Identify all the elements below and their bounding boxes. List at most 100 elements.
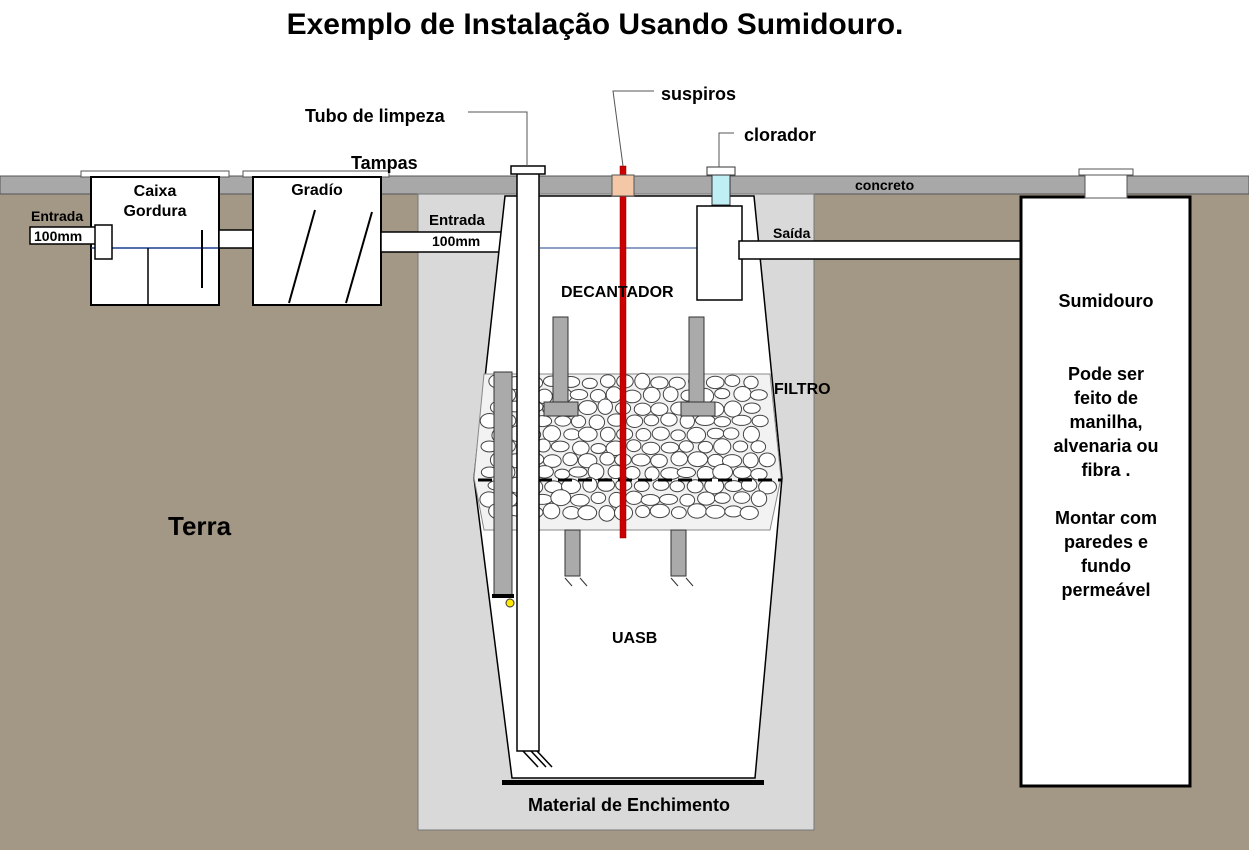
vent-pipe	[619, 165, 627, 539]
label-entrada-mid: Entrada	[429, 212, 485, 229]
gravel-stone	[651, 426, 670, 441]
gravel-stone	[670, 506, 687, 520]
gravel-stone	[590, 491, 607, 505]
label-concreto: concreto	[855, 177, 915, 193]
label-tampas: Tampas	[351, 153, 418, 173]
label-entrada-left: Entrada	[31, 208, 84, 224]
gravel-stone	[542, 454, 562, 468]
sumidouro-note-line: fundo	[1081, 556, 1131, 576]
gravel-stone	[697, 491, 716, 506]
gravel-stone	[550, 440, 570, 453]
gravel-stone	[650, 402, 669, 416]
gravel-stone	[742, 425, 760, 443]
label-caixa-gordura-1: Caixa	[133, 183, 177, 200]
sumidouro-note-line: manilha,	[1069, 412, 1143, 432]
page-title: Exemplo de Instalação Usando Sumidouro.	[286, 8, 904, 41]
gravel-stone	[750, 440, 767, 454]
gravel-stone	[740, 477, 758, 492]
gravel-stone	[577, 426, 598, 442]
cleaning-tube	[516, 172, 540, 752]
label-uasb: UASB	[612, 630, 658, 647]
gravel-stone	[650, 453, 668, 469]
gravel-stone	[733, 385, 752, 402]
outlet-box	[696, 205, 743, 301]
gravel-stone	[578, 400, 598, 415]
gravel-stone	[750, 490, 768, 508]
pipe-gordura-gradio	[218, 229, 254, 249]
gravel-stone	[650, 376, 669, 390]
vent-cap	[611, 174, 635, 197]
gravel-stone	[588, 414, 606, 430]
gravel-stone	[626, 439, 642, 453]
gravel-stone	[643, 414, 660, 427]
gravel-stone	[599, 426, 616, 442]
label-gradio: Gradío	[291, 182, 343, 199]
gravel-stone	[563, 428, 581, 441]
gravel-stone	[731, 414, 752, 426]
gravel-stone	[597, 398, 613, 415]
gravel-stone	[577, 505, 598, 521]
gravel-stone	[554, 468, 571, 480]
gravel-stone	[724, 374, 741, 387]
gravel-stone	[670, 451, 689, 467]
gravel-stone	[599, 451, 616, 466]
gravel-stone	[631, 453, 651, 467]
gravel-stone	[581, 377, 598, 390]
gravel-stone	[749, 389, 768, 401]
outlet-pipe	[738, 240, 1035, 260]
gravel-stone	[686, 479, 704, 494]
sumidouro-note-line: Montar com	[1054, 508, 1157, 528]
gravel-stone	[732, 466, 752, 479]
gravel-stone	[554, 415, 572, 427]
sumidouro-note-line: Pode ser	[1067, 364, 1145, 384]
gravel-stone	[623, 466, 641, 480]
gravel-stone	[679, 493, 696, 507]
label-entrada-mid-size: 100mm	[432, 233, 481, 249]
gravel-stone	[572, 440, 590, 456]
gravel-stone	[713, 438, 732, 455]
gravel-stone	[550, 489, 572, 507]
gravel-stone	[598, 505, 616, 522]
gravel-stone	[587, 463, 605, 481]
gravel-stone	[723, 400, 743, 418]
label-tubo-limpeza: Tubo de limpeza	[305, 106, 445, 126]
gravel-stone	[687, 503, 707, 519]
gravel-stone	[599, 374, 616, 388]
gravel-stone	[640, 493, 661, 506]
gravel-stone	[722, 427, 740, 440]
chlorinator	[711, 174, 731, 206]
gravel-stone	[724, 480, 744, 493]
gravel-stone	[568, 466, 588, 478]
gravel-stone	[590, 442, 607, 454]
gravel-stone	[542, 502, 561, 520]
sumidouro-note-line: feito de	[1073, 388, 1138, 408]
label-suspiros: suspiros	[661, 84, 737, 104]
gravel-stone	[686, 426, 707, 444]
gravel-stone	[704, 477, 725, 495]
gravel-stone	[758, 452, 776, 468]
gravel-stone	[713, 416, 732, 428]
gravel-stone	[705, 375, 725, 390]
label-sumidouro: Sumidouro	[1058, 291, 1154, 311]
gravel-stone	[750, 468, 768, 481]
label-entrada-left-size: 100mm	[34, 228, 83, 244]
gravel-stone	[659, 493, 679, 505]
gravel-stone	[660, 441, 680, 454]
gravel-stone	[687, 451, 709, 468]
gravel-stone	[751, 414, 769, 428]
gravel-stone	[562, 506, 581, 520]
gravel-stone	[712, 463, 734, 481]
gravel-stone	[662, 386, 679, 403]
gravel-stone	[669, 480, 685, 493]
gravel-stone	[668, 376, 686, 390]
label-caixa-gordura-2: Gordura	[123, 203, 187, 220]
gravel-stone	[670, 429, 686, 442]
gravel-stone	[722, 454, 743, 468]
gravel-stone	[724, 505, 743, 518]
gravel-stone	[660, 412, 678, 427]
sumidouro-note-line: alvenaria ou	[1053, 436, 1159, 456]
sumidouro-pit	[1019, 195, 1192, 788]
gravel-stone	[635, 504, 651, 519]
